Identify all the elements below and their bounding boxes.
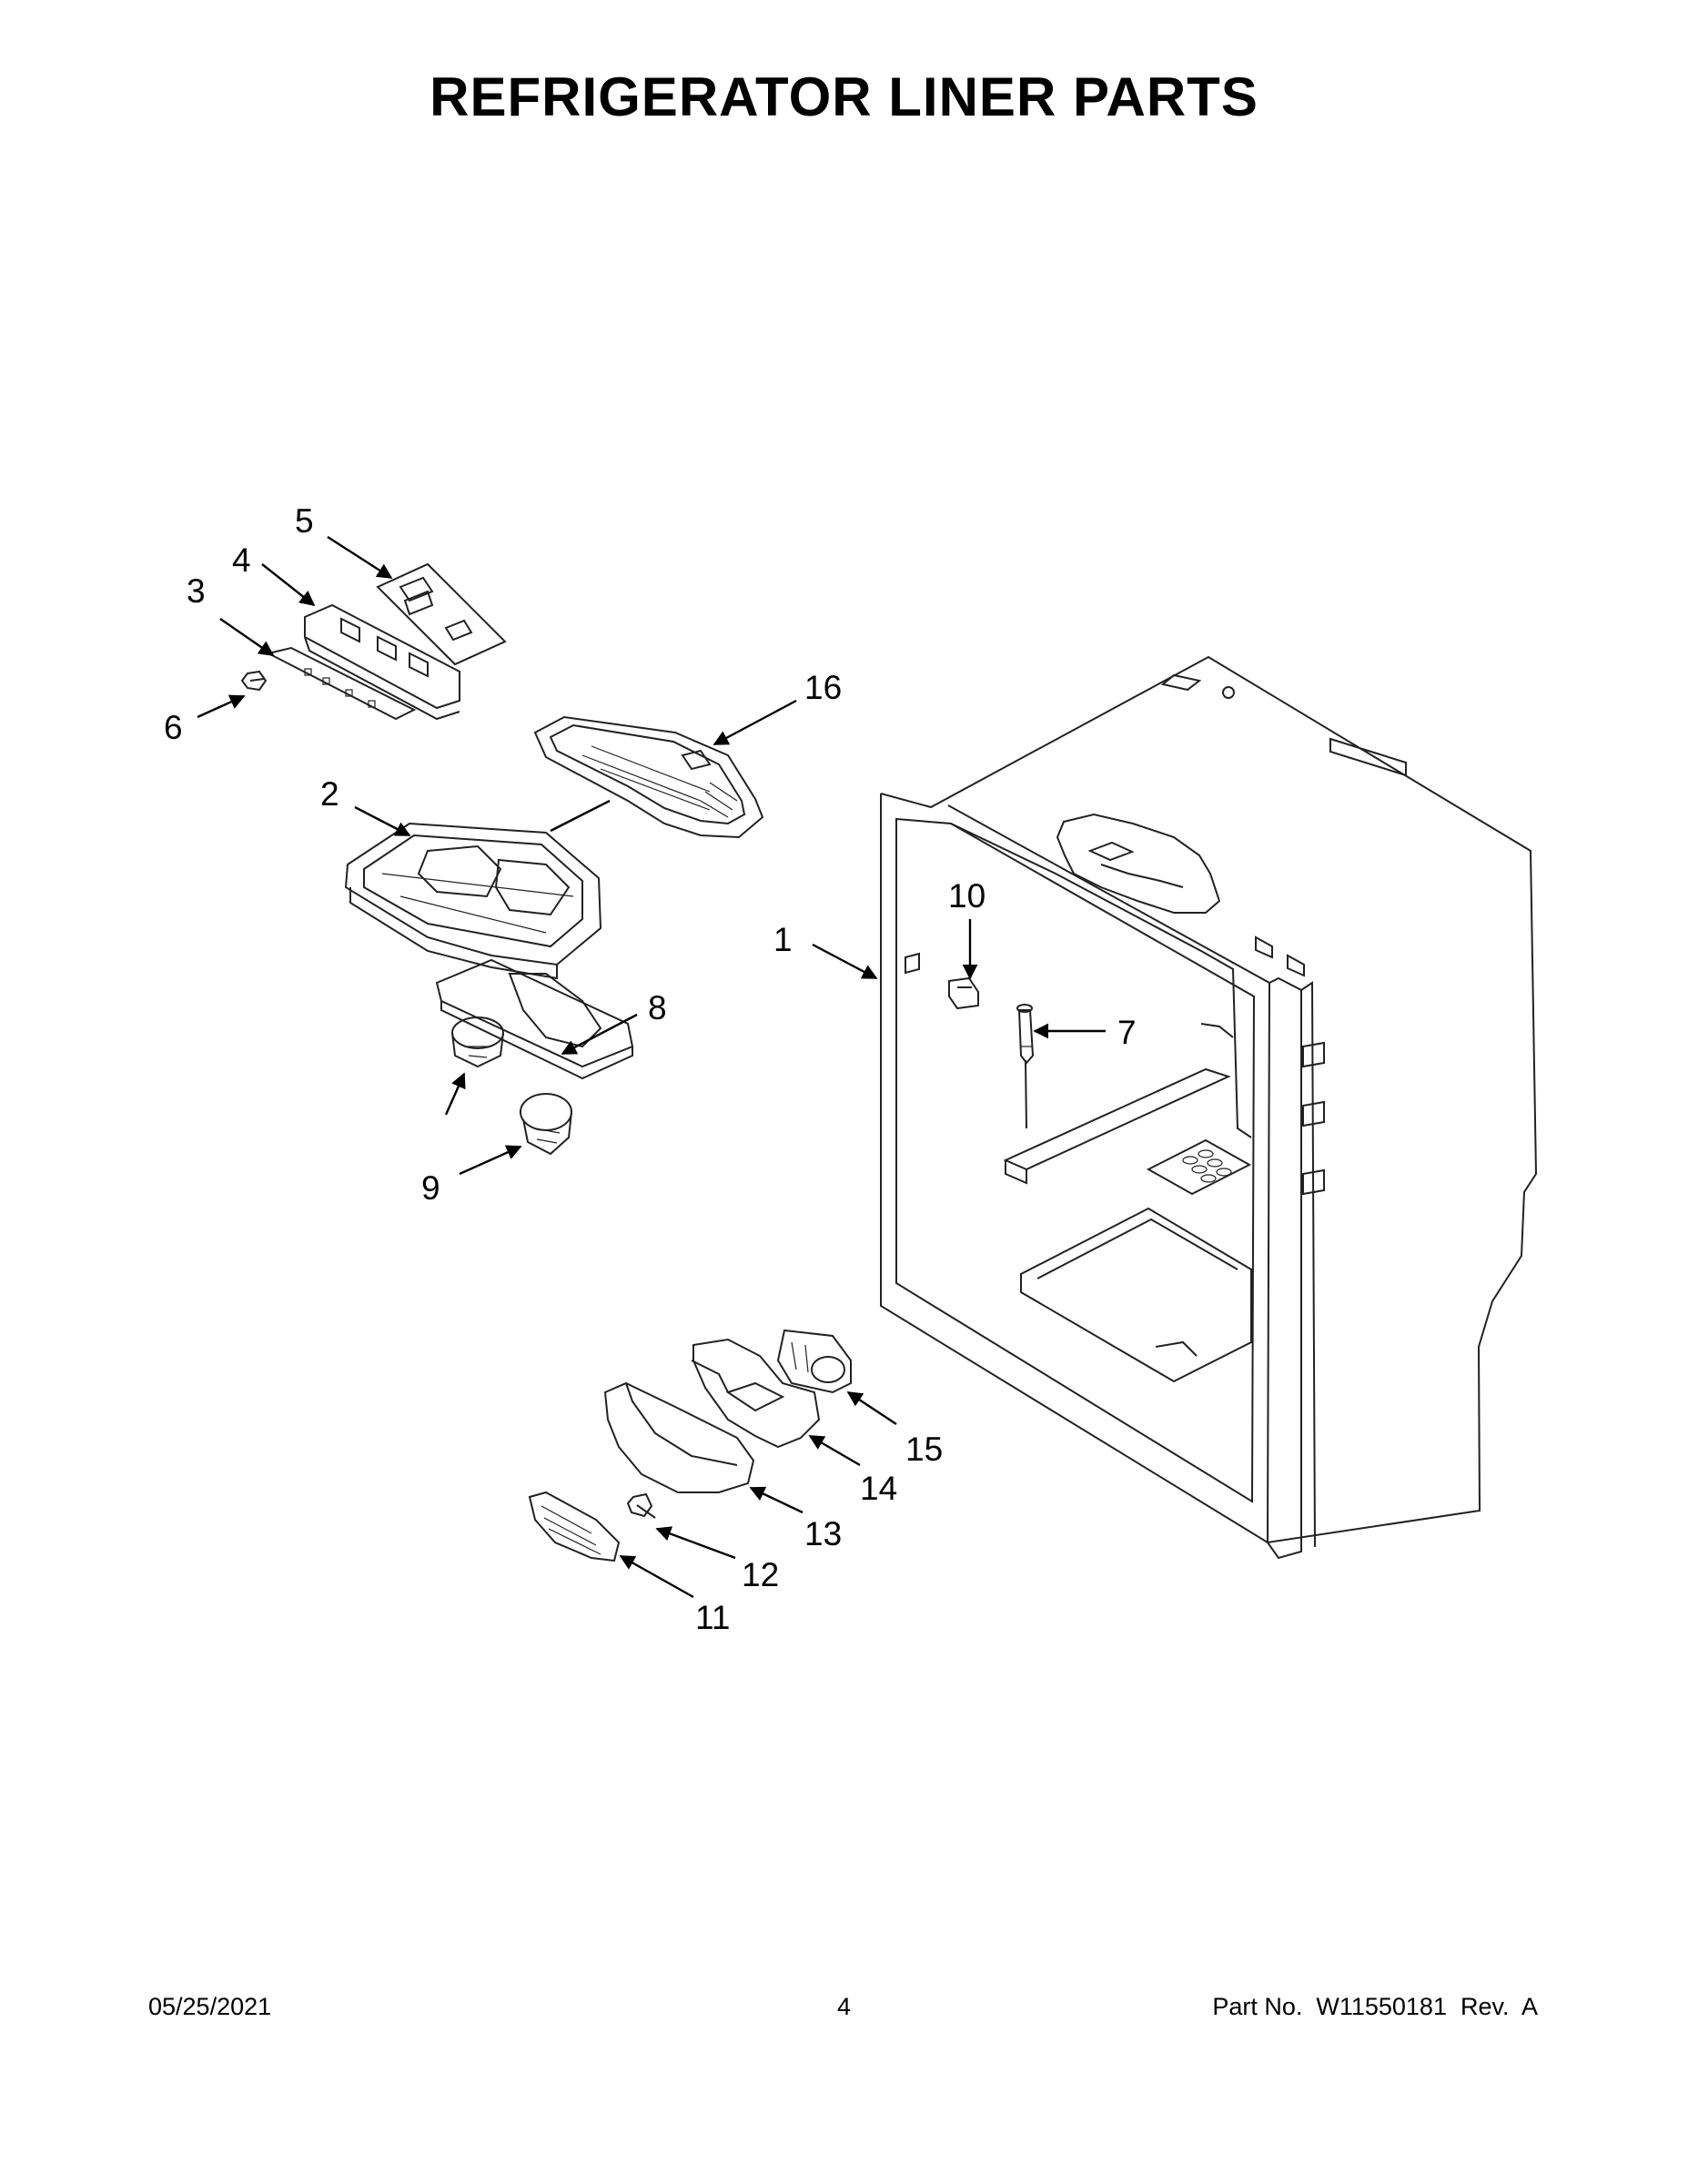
bracket-part-4 [304, 603, 460, 721]
callout-5: 5 [295, 502, 314, 540]
callout-2: 2 [320, 775, 339, 813]
footer-part-number: Part No. W11550181 Rev. A [1212, 1993, 1538, 2020]
callout-14: 14 [860, 1470, 897, 1507]
housing-part-14 [691, 1338, 821, 1449]
housing-part-13 [603, 1381, 755, 1493]
screw-part-12 [626, 1492, 656, 1519]
thermistor-part-7 [1016, 1004, 1035, 1129]
callout-numbers: 1 2 3 4 5 6 7 8 9 10 11 12 13 14 15 16 [164, 502, 1137, 1636]
footer-page-number: 4 [836, 1993, 852, 2020]
callout-7: 7 [1117, 1014, 1137, 1051]
callout-16: 16 [804, 669, 842, 706]
control-housing-part-2 [344, 822, 602, 980]
callout-12: 12 [742, 1556, 779, 1593]
callout-3: 3 [187, 572, 206, 610]
callout-8: 8 [648, 989, 667, 1026]
damper-part-9a [451, 1016, 504, 1068]
footer-date: 05/25/2021 [148, 1993, 272, 2020]
callout-15: 15 [905, 1431, 943, 1468]
decal-part-3 [266, 646, 417, 721]
callout-1: 1 [773, 921, 793, 958]
callout-4: 4 [232, 541, 251, 579]
leader-lines [197, 535, 1106, 1599]
screw-part-6 [240, 670, 268, 692]
callout-6: 6 [164, 709, 183, 746]
control-board-part-5 [376, 562, 507, 666]
liner-part-1 [880, 655, 1538, 1560]
callout-11: 11 [695, 1599, 730, 1636]
callout-9: 9 [421, 1169, 440, 1207]
callout-13: 13 [804, 1515, 842, 1552]
grille-part-11 [528, 1491, 621, 1562]
damper-part-9b [520, 1093, 572, 1156]
page-title: REFRIGERATOR LINER PARTS [430, 66, 1258, 127]
motor-part-15 [776, 1329, 852, 1394]
callout-10: 10 [948, 877, 986, 915]
clip-part-10 [948, 976, 979, 1010]
duct-cover-part-16 [533, 715, 764, 839]
